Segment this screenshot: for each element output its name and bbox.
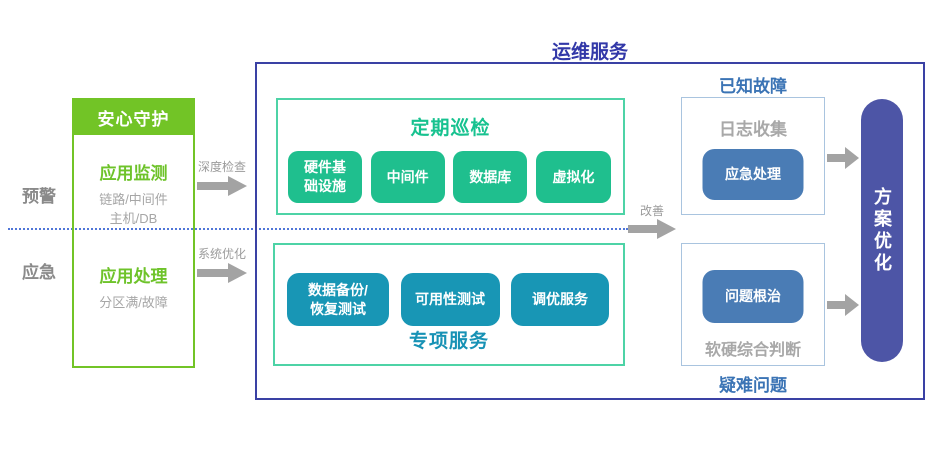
scheme-optimization-pill: 方案优化	[861, 99, 903, 362]
chip-problem-eradication: 问题根治	[702, 270, 804, 323]
chip-hardware-infra: 硬件基 础设施	[288, 151, 362, 203]
phase-label-warning: 预警	[22, 187, 56, 206]
special-services-title: 专项服务	[408, 331, 489, 352]
guard-item-app-monitor-title: 应用监测	[99, 164, 168, 183]
scheme-optimization-label: 方案优化	[872, 186, 892, 275]
chip-virtualization: 虚拟化	[535, 151, 611, 203]
hw-sw-judgement-label: 软硬综合判断	[704, 342, 801, 359]
arrow-right-icon	[197, 176, 247, 196]
difficult-problem-title: 疑难问题	[719, 376, 787, 395]
chip-emergency-handling: 应急处理	[702, 149, 804, 200]
guard-item-app-monitor-subtitle: 链路/中间件 主机/DB	[99, 192, 168, 226]
inspection-chip-row: 硬件基 础设施 中间件 数据库 虚拟化	[288, 151, 611, 203]
chip-middleware: 中间件	[370, 151, 445, 203]
inspection-group-title: 定期巡检	[410, 118, 491, 139]
arrow-right-icon	[827, 147, 859, 169]
improve-arrow-label: 改善	[639, 204, 664, 218]
special-services-group: 数据备份/ 恢复测试 可用性测试 调优服务 专项服务	[273, 243, 625, 366]
guard-item-app-handle-title: 应用处理	[99, 266, 168, 286]
phase-divider-dotted-line	[8, 228, 628, 230]
guard-item-app-handle-subtitle: 分区满/故障	[99, 294, 168, 310]
difficult-problem-panel: 问题根治 软硬综合判断	[681, 243, 825, 366]
main-box-border	[255, 62, 925, 400]
inspection-group: 定期巡检 硬件基 础设施 中间件 数据库 虚拟化	[276, 98, 625, 215]
chip-tuning-service: 调优服务	[511, 273, 609, 326]
arrow-right-icon	[628, 219, 676, 239]
log-collection-label: 日志收集	[719, 120, 787, 139]
known-fault-panel: 日志收集 应急处理	[681, 97, 825, 215]
guard-panel-header: 安心守护	[74, 100, 193, 135]
known-fault-title: 已知故障	[719, 77, 787, 96]
special-chip-row: 数据备份/ 恢复测试 可用性测试 调优服务	[287, 273, 609, 326]
chip-availability-test: 可用性测试	[400, 273, 500, 326]
main-box-title: 运维服务	[551, 42, 628, 63]
guard-panel: 安心守护 应用监测 链路/中间件 主机/DB 应用处理 分区满/故障	[72, 98, 195, 368]
chip-backup-recovery-test: 数据备份/ 恢复测试	[287, 273, 389, 326]
chip-database: 数据库	[453, 151, 528, 203]
arrow-right-icon	[827, 294, 859, 316]
phase-label-emergency: 应急	[22, 263, 56, 282]
arrow-right-icon	[197, 263, 247, 283]
deep-check-arrow-label: 深度检查	[197, 160, 246, 174]
system-optimize-arrow-label: 系统优化	[197, 247, 246, 261]
